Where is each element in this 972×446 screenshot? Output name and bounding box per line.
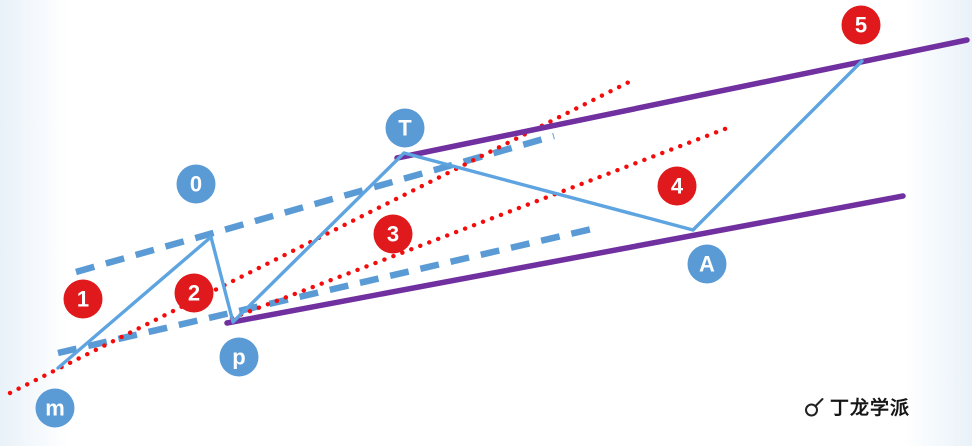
node-4-label: 4 (671, 174, 684, 199)
price-zigzag-line (56, 59, 864, 370)
node-3-label: 3 (387, 222, 399, 247)
watermark-text: 丁龙学派 (829, 398, 910, 419)
node-4: 4 (657, 166, 697, 206)
node-0-circle (176, 164, 216, 204)
node-A-label: A (699, 252, 715, 277)
watermark: 丁龙学派 (803, 393, 910, 420)
node-4-circle (657, 166, 697, 206)
node-m-label: m (45, 396, 65, 421)
red-dotted-trendline-2 (229, 124, 733, 321)
watermark-logo-icon (803, 396, 825, 418)
node-T-label: T (398, 116, 412, 141)
red-dotted-trendline-1 (7, 77, 636, 396)
node-p: p (219, 337, 259, 377)
node-3-circle (373, 214, 413, 254)
node-A: A (687, 244, 727, 284)
node-m-circle (35, 388, 75, 428)
node-5-circle (841, 5, 881, 45)
node-p-label: p (232, 345, 245, 370)
node-1-circle (63, 279, 103, 319)
node-2-circle (174, 273, 214, 313)
purple-channel-line-lower (224, 193, 906, 326)
blue-dashed-trendline-lower (57, 224, 597, 357)
node-1-label: 1 (77, 287, 89, 312)
node-5-label: 5 (855, 13, 867, 38)
purple-channel-line-upper (394, 37, 970, 161)
node-2-label: 2 (188, 281, 200, 306)
node-5: 5 (841, 5, 881, 45)
node-3: 3 (373, 214, 413, 254)
node-2: 2 (174, 273, 214, 313)
node-0: 0 (176, 164, 216, 204)
node-T: T (385, 108, 425, 148)
node-0-label: 0 (190, 172, 202, 197)
node-A-circle (687, 244, 727, 284)
node-1: 1 (63, 279, 103, 319)
node-p-circle (219, 337, 259, 377)
node-T-circle (385, 108, 425, 148)
node-m: m (35, 388, 75, 428)
